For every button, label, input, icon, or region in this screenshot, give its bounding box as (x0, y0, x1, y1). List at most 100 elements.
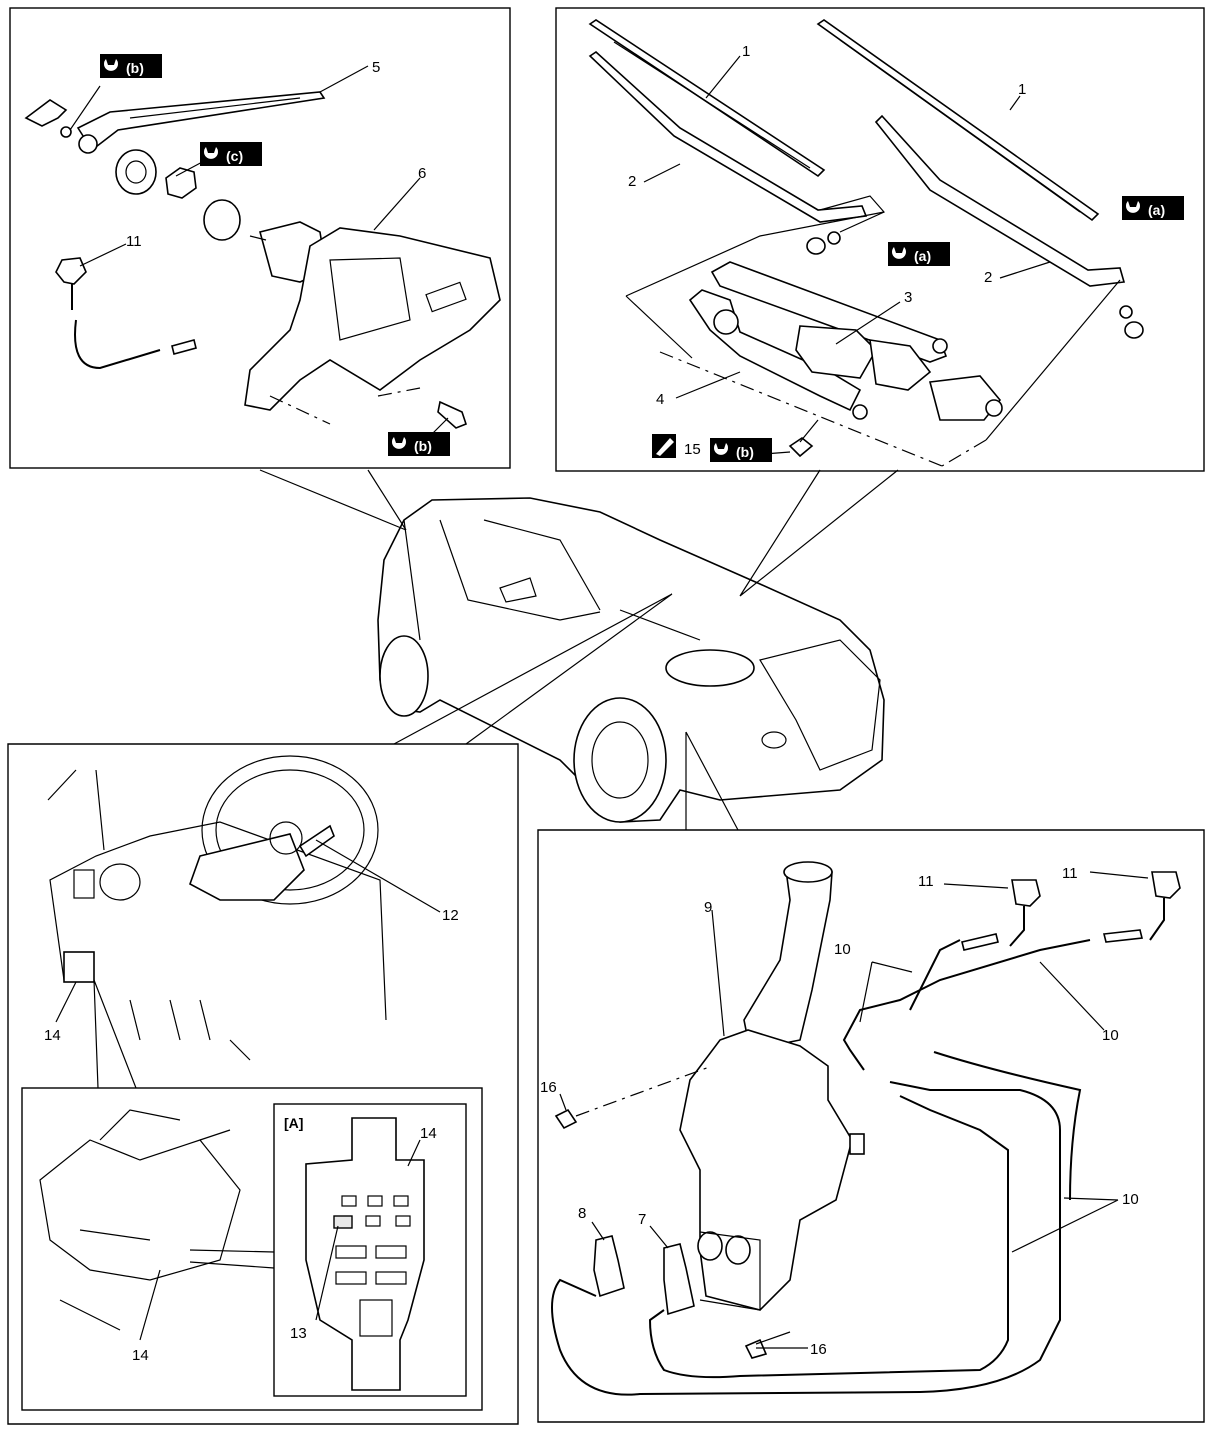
car-headlamp (665, 649, 755, 687)
washer-panel: 9 11 11 10 10 10 8 7 16 16 (537, 829, 1205, 1423)
svg-text:(b): (b) (126, 60, 144, 76)
washer-nozzle-left (1011, 879, 1041, 907)
washer-frame (537, 829, 1205, 1423)
sealant-tube-icon (652, 434, 676, 458)
dashboard-panel: 12 14 14 [A] 14 13 (7, 743, 519, 1425)
label-12: 12 (442, 907, 459, 924)
label-2-right: 2 (984, 269, 992, 286)
label-7: 7 (638, 1211, 646, 1228)
car-body (377, 497, 885, 823)
label-13: 13 (290, 1325, 307, 1342)
relay-13 (333, 1215, 353, 1229)
wiring-harness (39, 1139, 241, 1281)
front-nut-left (827, 231, 841, 245)
front-wheel (573, 697, 667, 823)
rear-arm-pivot (78, 134, 98, 154)
torque-mark-a-right: (a) (1122, 196, 1184, 220)
rear-washer-hose-main (551, 1081, 1061, 1396)
front-hose-branch (909, 939, 961, 1011)
label-1-right: 1 (1018, 81, 1026, 98)
torque-mark-c: (c) (200, 142, 262, 166)
rear-washer-hose (71, 284, 161, 370)
switch-panel (73, 869, 95, 899)
wiper-motor (795, 325, 877, 379)
junction-block-outline (305, 1117, 425, 1391)
junction-block (63, 951, 95, 983)
label-14-inset: 14 (132, 1347, 149, 1364)
inset-title: [A] (284, 1115, 303, 1131)
front-blade-left (588, 19, 826, 178)
wiper-link-upper (710, 261, 948, 363)
label-3: 3 (904, 289, 912, 306)
washer-pump-7 (663, 1243, 695, 1316)
label-10-right: 10 (1102, 1027, 1119, 1044)
pump-grommet-2 (725, 1235, 751, 1265)
rear-hose-joint (171, 339, 197, 355)
rear-motor-bracket (244, 227, 501, 411)
label-11-rear: 11 (126, 233, 142, 250)
torque-mark-b-front: (b) (710, 438, 772, 462)
label-6: 6 (418, 165, 426, 182)
steering-wheel (201, 755, 379, 905)
label-9: 9 (704, 899, 712, 916)
label-5: 5 (372, 59, 380, 76)
torque-mark-b-top: (b) (100, 54, 162, 78)
label-10-lower: 10 (1122, 1191, 1139, 1208)
washer-filler-cap (783, 861, 833, 883)
front-hose-left-run (842, 939, 1091, 1071)
fog-lamp (761, 731, 787, 749)
front-cap-left (806, 237, 826, 255)
rear-wiper-panel: 5 6 11 (b) (c) (b) (9, 7, 511, 469)
torque-mark-a-left: (a) (888, 242, 950, 266)
wiper-motor-gearbox (869, 339, 932, 391)
vehicle-outline (377, 497, 885, 823)
label-10-upper: 10 (834, 941, 851, 958)
car-grille (759, 639, 881, 771)
svg-text:(a): (a) (1148, 202, 1165, 218)
front-cap-right (1124, 321, 1144, 339)
torque-mark-b-bottom: (b) (388, 432, 450, 456)
front-nut-right (1119, 305, 1133, 319)
svg-text:(a): (a) (914, 248, 931, 264)
rear-arm-cap (24, 99, 68, 127)
label-14-dash: 14 (44, 1027, 61, 1044)
front-wiper-panel: 1 1 2 2 3 4 15 (a) (a) (b) (555, 7, 1205, 472)
label-8: 8 (578, 1205, 586, 1222)
side-mirror (499, 577, 537, 603)
tank-bolt-upper (554, 1108, 578, 1130)
label-15: 15 (684, 441, 701, 458)
label-16-upper: 16 (540, 1079, 557, 1096)
front-arm-left (588, 50, 868, 223)
left-pivot (713, 309, 739, 335)
washer-pump-8 (593, 1235, 625, 1298)
tank-bolt-lower (744, 1338, 768, 1359)
label-11-left: 11 (918, 873, 934, 890)
label-4: 4 (656, 391, 664, 408)
rear-wheel (379, 635, 429, 717)
svg-text:(c): (c) (226, 148, 243, 164)
pump-grommet-1 (697, 1231, 723, 1261)
label-1-left: 1 (742, 43, 750, 60)
air-vent (99, 863, 141, 901)
rear-grommet (115, 149, 157, 195)
front-wiper-frame (555, 7, 1205, 472)
tank-outlet (849, 1133, 865, 1155)
washer-tank (679, 1029, 853, 1311)
rear-pivot-nut (165, 167, 197, 199)
label-16-lower: 16 (810, 1341, 827, 1358)
label-14-fusebox: 14 (420, 1125, 437, 1142)
front-washer-hose-main (648, 1095, 1009, 1379)
rear-arm-nut (60, 126, 72, 138)
svg-text:(b): (b) (736, 444, 754, 460)
rear-bracket-bolt (437, 400, 467, 429)
svg-text:(b): (b) (414, 438, 432, 454)
front-arm-right (874, 114, 1126, 287)
rear-washer (203, 199, 241, 241)
label-2-left: 2 (628, 173, 636, 190)
linkage-bolt (788, 437, 814, 458)
label-11-right: 11 (1062, 865, 1078, 882)
washer-nozzle-right (1151, 871, 1181, 899)
rear-washer-nozzle (55, 257, 87, 285)
hose-joints (961, 929, 1143, 951)
